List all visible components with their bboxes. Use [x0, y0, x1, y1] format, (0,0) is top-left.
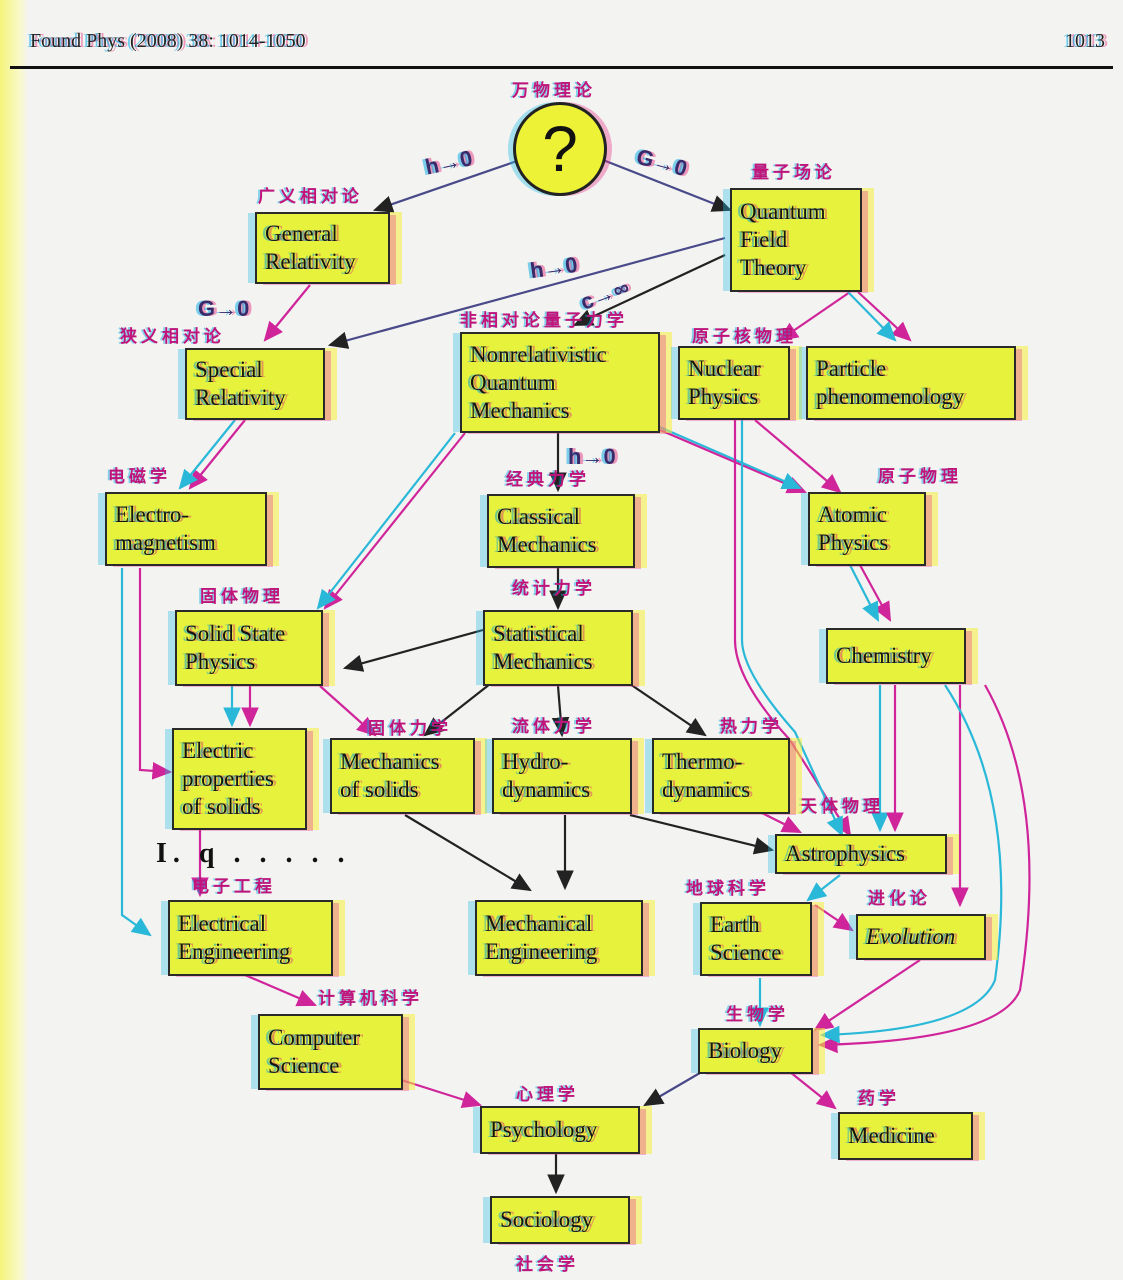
edge-atomic-chemistry — [859, 564, 892, 622]
edge-qft-nrqm — [573, 254, 726, 326]
sr-cn-label: 狭义相对论 — [120, 327, 225, 347]
page-number: 1013 — [1065, 30, 1105, 52]
left-highlight-bar — [0, 0, 28, 1280]
node-electric-properties-of-solids: Electric properties of solids — [172, 728, 307, 830]
atomic-cn-label: 原子物理 — [878, 467, 962, 487]
edge-cs-psychology — [394, 1076, 483, 1109]
edge-qft-sr — [327, 236, 726, 349]
edge-nuclear-astro — [733, 420, 852, 837]
edge-chemistry-biology-c — [819, 684, 1003, 1044]
edge-qft-particle — [857, 291, 912, 342]
evolution-cn-label: 进化论 — [868, 889, 931, 909]
eleceng-cn-label: 电子工程 — [192, 877, 276, 897]
node-classical-mechanics: Classical Mechanics — [487, 494, 635, 568]
edge-earth-evolution — [814, 904, 854, 932]
edge-statmech-mechsolids — [423, 683, 491, 737]
node-quantum-field-theory: Quantum Field Theory — [730, 188, 862, 292]
nrqm-cn-label: 非相对论量子力学 — [460, 311, 628, 331]
classical-cn-label: 经典力学 — [506, 470, 590, 490]
node-particle-phenomenology: Particle phenomenology — [806, 346, 1016, 420]
node-earth-science: Earth Science — [700, 902, 812, 976]
edge-toe-gr — [372, 158, 521, 213]
edge-nrqm-atomic-c — [654, 423, 803, 490]
edge-chemistry-biology — [817, 684, 1031, 1054]
edge-statmech-solid — [342, 628, 484, 672]
mechsolids-cn-label: 固体力学 — [368, 719, 452, 739]
edge-toe-qft — [602, 158, 733, 212]
edge-nuclear-atomic — [754, 419, 842, 494]
header-rule — [10, 66, 1113, 69]
theory-of-everything-node: ? — [513, 102, 607, 196]
citation-header: Found Phys (2008) 38: 1014-1050 — [30, 30, 306, 52]
edge-nrqm-solid — [323, 432, 466, 610]
edge-atomic-chemistry-c — [849, 564, 879, 622]
node-nuclear-physics: Nuclear Physics — [678, 346, 790, 420]
node-electrical-engineering: Electrical Engineering — [168, 900, 333, 976]
edge-sr-em — [188, 419, 246, 490]
edge-statmech-thermo — [629, 683, 707, 737]
edge-hydro-astro — [629, 813, 775, 855]
node-hydrodynamics: Hydro- dynamics — [492, 738, 632, 814]
earth-cn-label: 地球科学 — [686, 879, 770, 899]
node-solid-state-physics: Solid State Physics — [175, 610, 323, 686]
node-evolution: Evolution — [856, 914, 986, 960]
edge-label-g-to-0-sr: G→0 — [198, 296, 250, 321]
hydro-cn-label: 流体力学 — [512, 717, 596, 737]
gr-cn-label: 广义相对论 — [258, 187, 363, 207]
qft-cn-label: 量子场论 — [752, 163, 836, 183]
edge-astro-earth — [806, 874, 841, 902]
sociology-cn-label: 社会学 — [516, 1255, 579, 1275]
em-cn-label: 电磁学 — [108, 467, 171, 487]
edge-thermo-astro — [759, 811, 802, 833]
edge-statmech-hydro — [551, 685, 570, 738]
node-general-relativity: General Relativity — [255, 212, 390, 284]
edge-label-h-to-0-cm: h→0 — [568, 444, 616, 469]
edge-nrqm-atomic — [659, 428, 808, 494]
edge-biology-medicine — [789, 1071, 837, 1110]
edge-gr-sr — [263, 284, 311, 342]
node-psychology: Psychology — [480, 1106, 640, 1154]
node-atomic-physics: Atomic Physics — [808, 492, 926, 566]
node-special-relativity: Special Relativity — [185, 348, 325, 420]
cs-cn-label: 计算机科学 — [318, 989, 423, 1009]
edge-qft-particle-c — [847, 291, 897, 342]
thermo-cn-label: 热力学 — [720, 717, 783, 737]
node-nonrelativistic-quantum-mechanics: Nonrelativistic Quantum Mechanics — [460, 332, 660, 433]
edge-em-elecprops — [138, 568, 173, 780]
edge-solid-mechsolids — [319, 685, 377, 737]
node-sociology: Sociology — [490, 1196, 630, 1244]
edge-eleceng-cs — [244, 973, 318, 1007]
medicine-cn-label: 药学 — [858, 1089, 900, 1109]
node-statistical-mechanics: Statistical Mechanics — [483, 610, 633, 686]
node-computer-science: Computer Science — [258, 1014, 403, 1090]
node-biology: Biology — [698, 1028, 813, 1074]
edge-nuclear-astro-c — [740, 420, 844, 838]
solid-cn-label: 固体物理 — [200, 587, 284, 607]
edge-biology-psychology — [643, 1069, 706, 1107]
statmech-cn-label: 统计力学 — [512, 579, 596, 599]
node-mechanics-of-solids: Mechanics of solids — [330, 738, 475, 814]
toe-cn-label: 万物理论 — [512, 81, 596, 101]
edge-sr-em-c — [178, 419, 236, 490]
node-medicine: Medicine — [838, 1112, 973, 1160]
node-electromagnetism: Electro- magnetism — [105, 492, 267, 566]
node-mechanical-engineering: Mechanical Engineering — [475, 900, 643, 976]
psychology-cn-label: 心理学 — [516, 1085, 579, 1105]
astro-cn-label: 天体物理 — [800, 797, 884, 817]
biology-cn-label: 生物学 — [726, 1005, 789, 1025]
edge-nrqm-solid-c — [316, 432, 456, 610]
edge-qft-nuclear — [778, 291, 851, 342]
edge-mechsolids-mecheng — [404, 814, 532, 892]
edge-em-eleceng — [120, 568, 152, 937]
node-astrophysics: Astrophysics — [775, 834, 947, 874]
node-chemistry: Chemistry — [826, 628, 966, 684]
edge-evolution-biology — [813, 959, 921, 1032]
ellipsis-mark: I. q . . . . . — [156, 838, 351, 869]
node-thermodynamics: Thermo- dynamics — [652, 738, 790, 814]
nuclear-cn-label: 原子核物理 — [692, 327, 797, 347]
